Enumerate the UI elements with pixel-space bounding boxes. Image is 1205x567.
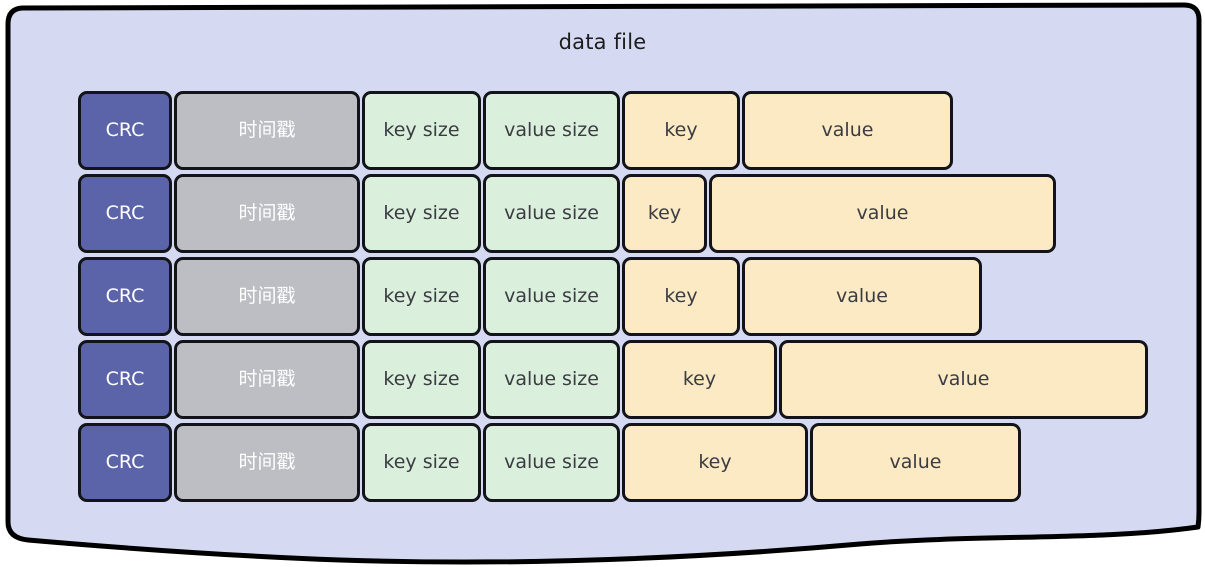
- record-field-crc[interactable]: CRC: [78, 257, 172, 336]
- record-field-value-size[interactable]: value size: [483, 174, 620, 253]
- record-field-value[interactable]: value: [709, 174, 1056, 253]
- record-field-crc[interactable]: CRC: [78, 174, 172, 253]
- record-field-crc[interactable]: CRC: [78, 423, 172, 502]
- record-field-value-size[interactable]: value size: [483, 340, 620, 419]
- record-field-crc[interactable]: CRC: [78, 340, 172, 419]
- record-field-key[interactable]: key: [622, 174, 707, 253]
- record-field-value[interactable]: value: [779, 340, 1148, 419]
- record-field-timestamp[interactable]: 时间戳: [174, 91, 360, 170]
- record-field-value[interactable]: value: [810, 423, 1021, 502]
- record-field-key[interactable]: key: [622, 91, 740, 170]
- record-field-value-size[interactable]: value size: [483, 257, 620, 336]
- record-field-value[interactable]: value: [742, 91, 953, 170]
- page-title: data file: [558, 30, 647, 54]
- record-field-key[interactable]: key: [622, 423, 808, 502]
- record-field-value[interactable]: value: [742, 257, 982, 336]
- record-field-key-size[interactable]: key size: [362, 91, 481, 170]
- record-field-value-size[interactable]: value size: [483, 423, 620, 502]
- record-field-timestamp[interactable]: 时间戳: [174, 423, 360, 502]
- record-field-key-size[interactable]: key size: [362, 340, 481, 419]
- record-field-key[interactable]: key: [622, 257, 740, 336]
- record-field-key-size[interactable]: key size: [362, 257, 481, 336]
- record-field-key-size[interactable]: key size: [362, 174, 481, 253]
- record-field-timestamp[interactable]: 时间戳: [174, 340, 360, 419]
- record-field-key[interactable]: key: [622, 340, 777, 419]
- record-field-key-size[interactable]: key size: [362, 423, 481, 502]
- record-field-timestamp[interactable]: 时间戳: [174, 257, 360, 336]
- record-field-value-size[interactable]: value size: [483, 91, 620, 170]
- record-field-crc[interactable]: CRC: [78, 91, 172, 170]
- record-field-timestamp[interactable]: 时间戳: [174, 174, 360, 253]
